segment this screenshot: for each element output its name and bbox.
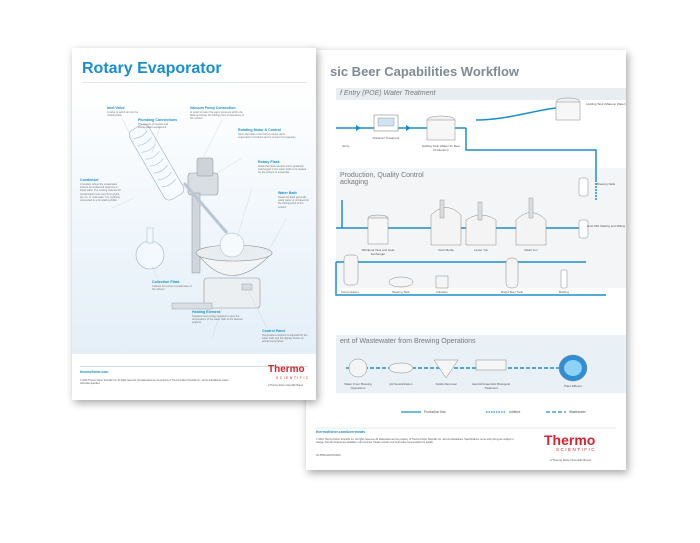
rotary-evaporator-illustration <box>111 117 288 339</box>
node-label-fermentation: Fermentation <box>341 290 359 294</box>
front-url[interactable]: thermofisher.com <box>80 370 109 374</box>
node-label-ph: pH Neutralization <box>389 382 413 386</box>
node-label-bright-beer: Bright Beer Tank <box>500 290 524 294</box>
front-logo-thermo: Thermo <box>268 364 305 375</box>
node-label-filtration: Filtration/ Treatment <box>372 136 400 140</box>
node-label-brewing-salts: Brewing Salts <box>596 182 616 186</box>
node-label-grist-mill: Grist Mill: Malting and Milling <box>586 224 626 228</box>
back-logo-thermo: Thermo <box>544 432 596 448</box>
back-url[interactable]: thermofisher.com/beermeats <box>316 430 366 434</box>
beer-workflow-poster: sic Beer Capabilities Workflow f Entry (… <box>306 50 626 470</box>
node-label-mash-tun: Mash Tun <box>524 248 538 252</box>
legend-production-flow: Production flow <box>424 410 446 414</box>
node-label-lauter-tun: Lauter Tun <box>473 248 489 252</box>
legend-wastewater: Wastewater <box>569 410 586 414</box>
workflow-diagram <box>316 97 616 429</box>
back-logo-tagline: A Thermo Fisher Scientific Brand <box>550 458 591 462</box>
node-label-holding-tank: Holding Tank (Water for Beer Production) <box>421 144 461 152</box>
poster-title: sic Beer Capabilities Workflow <box>330 64 520 79</box>
node-label-grain-bottle: Grain Bottle <box>438 248 454 252</box>
section-title-production: Production, Quality Control ackaging <box>340 172 424 186</box>
front-logo-tagline: A Thermo Fisher Scientific Brand <box>268 384 303 387</box>
rotary-evaporator-poster: Rotary Evaporator <box>72 48 316 400</box>
node-label-aerobic: Aerobic/Anaerobic Biological Treatment <box>471 382 511 390</box>
node-label-plant-effluent: Plant Effluent <box>564 384 582 388</box>
legend-additive: Additive <box>509 410 521 414</box>
front-footer-legal: © 2016 Thermo Fisher Scientific Inc. All… <box>80 380 229 385</box>
section-title-water-treatment: f Entry (POE) Water Treatment <box>340 90 436 97</box>
node-label-aging-tank: Beating Tank <box>392 290 410 294</box>
node-label-bottling: Bottling <box>558 290 569 294</box>
title-underline <box>82 82 307 83</box>
back-footer-legal: © 2016 Thermo Fisher Scientific Inc. All… <box>316 438 514 444</box>
back-doc-code: SC-BTEO-ENTW-0916 <box>316 454 341 457</box>
node-label-whirlpool: Whirlpool Tank and Heat Exchanger <box>361 248 395 256</box>
back-logo-scientific: SCIENTIFIC <box>556 447 597 452</box>
node-label-holding-tank-top: Holding Tank (Makeup Water) <box>586 102 626 106</box>
node-label-solids: Solids Removal <box>435 382 457 386</box>
node-label-ww-from: Water From Brewing Operations <box>344 382 372 390</box>
front-logo-scientific: SCIENTIFIC <box>276 376 310 380</box>
node-label-entry: Entry <box>342 144 350 148</box>
section-band-water-treatment <box>336 88 626 100</box>
node-label-filtration2: Filtration <box>436 290 448 294</box>
front-poster-title: Rotary Evaporator <box>82 60 222 77</box>
section-title-wastewater: ent of Wastewater from Brewing Operation… <box>340 338 476 345</box>
front-footer-divider <box>80 366 308 367</box>
